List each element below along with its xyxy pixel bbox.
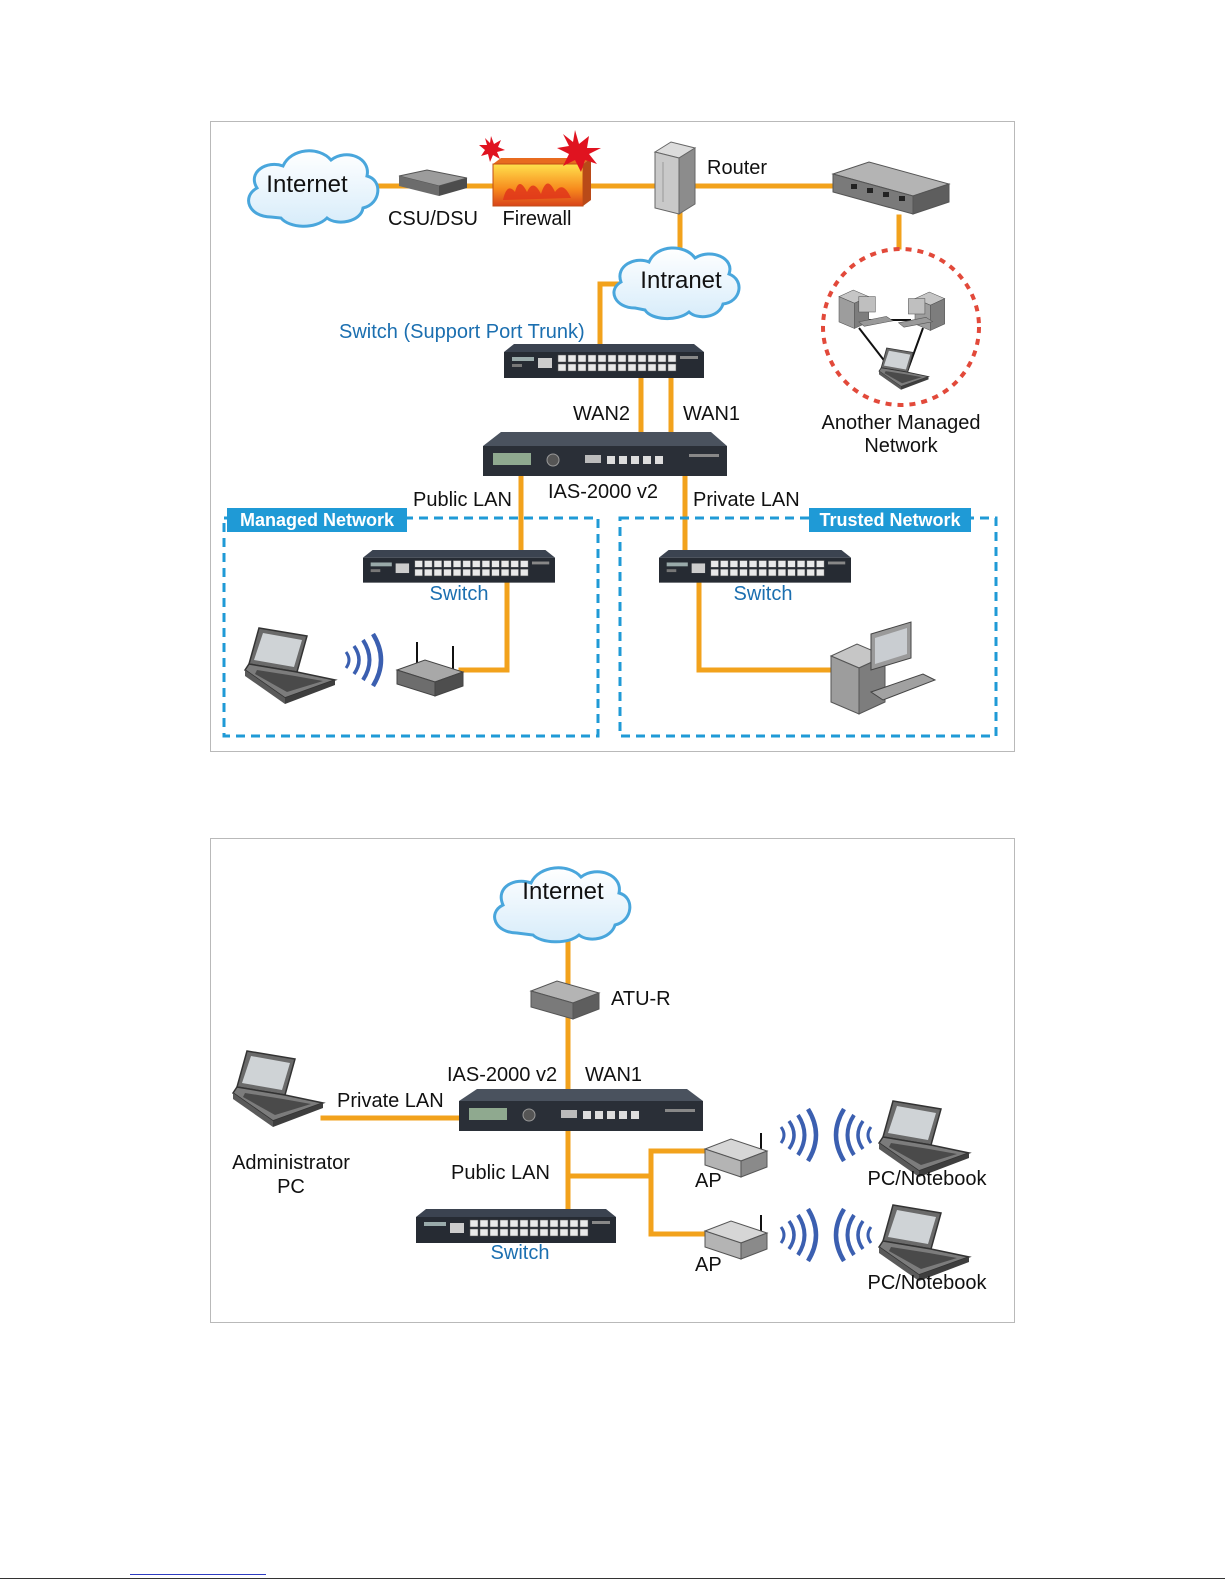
trusted-network-label: Trusted Network (819, 510, 961, 530)
trunk-switch (504, 344, 704, 378)
atu-r-device: ATU-R (531, 981, 671, 1019)
admin-laptop-icon (233, 1051, 323, 1127)
csu-dsu-device: CSU/DSU (388, 170, 478, 230)
notebook-bottom-waves-icon (836, 1209, 871, 1261)
diagram-2-canvas: Internet ATU-R IAS-2000 v2 WAN1 Private … (211, 839, 1014, 1322)
device-label: IAS-2000 v2 (548, 481, 658, 503)
wireless-waves-icon (346, 634, 381, 686)
notebook-top-icon (879, 1101, 969, 1177)
internet-cloud: Internet (249, 151, 378, 226)
another-managed-network: Another Managed Network (821, 249, 980, 457)
ap-top-label: AP (695, 1170, 722, 1192)
public-lan-label-2: Public LAN (451, 1162, 550, 1184)
managed-switch (363, 550, 555, 583)
wan1-label: WAN1 (683, 403, 740, 425)
internet-label-2: Internet (522, 878, 604, 905)
admin-pc-label-line2: PC (277, 1176, 305, 1198)
router-device: Router (655, 142, 767, 214)
internet-label: Internet (266, 171, 348, 198)
alert-burst-icon (557, 130, 601, 172)
another-network-label-line1: Another Managed (821, 412, 980, 434)
wan2-label: WAN2 (573, 403, 630, 425)
managed-network-switch (833, 162, 949, 214)
trusted-switch (659, 550, 851, 583)
trunk-switch-label: Switch (Support Port Trunk) (339, 321, 585, 343)
ap-bottom-label: AP (695, 1254, 722, 1276)
internet-cloud-2: Internet (495, 868, 630, 942)
another-network-label-line2: Network (864, 435, 938, 457)
csu-dsu-label: CSU/DSU (388, 208, 478, 230)
private-lan-label: Private LAN (693, 489, 800, 511)
notebook-bottom-label: PC/Notebook (868, 1272, 988, 1294)
intranet-cloud: Intranet (614, 248, 739, 319)
desktop-pc-icon (831, 622, 935, 714)
firewall-label: Firewall (503, 208, 572, 230)
firewall-device: Firewall (479, 130, 601, 230)
ap-top-waves-icon (781, 1109, 816, 1161)
trusted-switch-label: Switch (734, 583, 793, 605)
footer-link-underline[interactable] (130, 1574, 266, 1575)
wireless-ap-icon (397, 642, 463, 696)
device-label-2: IAS-2000 v2 (447, 1064, 557, 1086)
network-diagram-2: Internet ATU-R IAS-2000 v2 WAN1 Private … (210, 838, 1015, 1323)
public-lan-label: Public LAN (413, 489, 512, 511)
footer-rule (0, 1578, 1225, 1579)
ias-2000-device-2 (459, 1089, 703, 1131)
managed-network-label: Managed Network (240, 510, 395, 530)
switch-label-2: Switch (491, 1242, 550, 1264)
network-diagram-1: Internet CSU/DSU Firewall Router (210, 121, 1015, 752)
notebook-bottom-icon (879, 1205, 969, 1281)
private-lan-label-2: Private LAN (337, 1090, 444, 1112)
router-label: Router (707, 157, 767, 179)
ap-bottom-icon (705, 1215, 767, 1259)
laptop-icon (245, 628, 335, 704)
switch-2 (416, 1209, 616, 1243)
intranet-label: Intranet (640, 267, 722, 294)
wan1-label-2: WAN1 (585, 1064, 642, 1086)
managed-switch-label: Switch (430, 583, 489, 605)
admin-pc-label-line1: Administrator (232, 1152, 350, 1174)
atu-r-label: ATU-R (611, 988, 671, 1010)
diagram-1-canvas: Internet CSU/DSU Firewall Router (211, 122, 1014, 751)
notebook-top-label: PC/Notebook (868, 1168, 988, 1190)
notebook-top-waves-icon (836, 1109, 871, 1161)
ap-bottom-waves-icon (781, 1209, 816, 1261)
